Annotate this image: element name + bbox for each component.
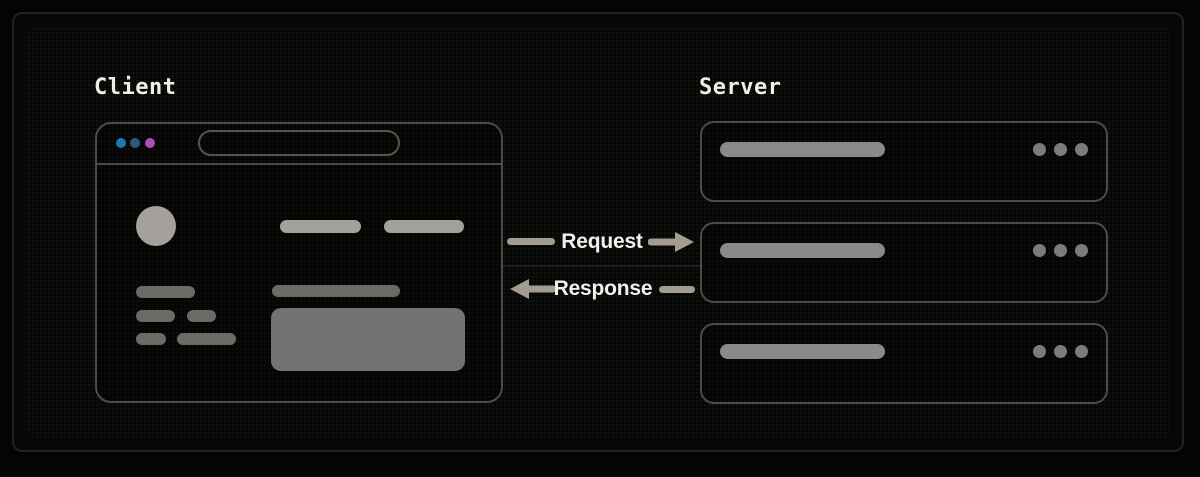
- window-control-dot-icon: [145, 138, 155, 148]
- server-status-dots-icon: [1033, 244, 1088, 257]
- diagram-panel: [12, 12, 1184, 452]
- skeleton-bar: [187, 310, 216, 322]
- skeleton-bar: [720, 243, 885, 258]
- skeleton-bar: [136, 310, 175, 322]
- server-node: [700, 323, 1108, 404]
- client-label: Client: [94, 75, 177, 100]
- skeleton-bar: [280, 220, 361, 233]
- server-node: [700, 222, 1108, 303]
- skeleton-bar: [177, 333, 236, 345]
- url-bar: [198, 130, 400, 156]
- request-line: [507, 238, 555, 245]
- arrow-left-icon: [510, 279, 556, 299]
- skeleton-bar: [272, 285, 400, 297]
- arrow-right-icon: [648, 232, 694, 252]
- server-node: [700, 121, 1108, 202]
- avatar-circle-skeleton: [136, 206, 176, 246]
- dot-grid-texture: [27, 27, 1169, 437]
- window-control-dot-icon: [130, 138, 140, 148]
- client-browser-window: [95, 122, 503, 403]
- request-label: Request: [561, 230, 643, 253]
- server-status-dots-icon: [1033, 345, 1088, 358]
- browser-chrome-bar: [97, 124, 501, 165]
- skeleton-bar: [384, 220, 464, 233]
- skeleton-bar: [720, 142, 885, 157]
- skeleton-bar: [720, 344, 885, 359]
- response-line: [659, 286, 695, 293]
- window-control-dot-icon: [116, 138, 126, 148]
- server-label: Server: [699, 75, 782, 100]
- connector-line: [503, 265, 700, 267]
- server-status-dots-icon: [1033, 143, 1088, 156]
- skeleton-bar: [136, 286, 195, 298]
- response-label: Response: [553, 277, 653, 300]
- skeleton-content-block: [271, 308, 465, 371]
- skeleton-bar: [136, 333, 166, 345]
